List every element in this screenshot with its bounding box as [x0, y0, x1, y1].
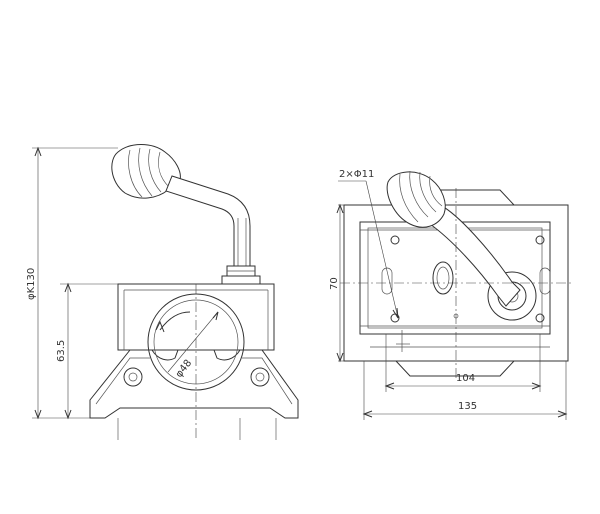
hole-callout-label: 2×Φ11	[339, 169, 374, 180]
hole-spacing-dimension: 104	[384, 334, 542, 392]
hole-spacing-label: 104	[456, 373, 475, 384]
height-overall-dimension: φK130	[26, 146, 118, 420]
handle-top-view	[386, 170, 521, 307]
plate-width-label: 135	[458, 401, 477, 412]
centerlines-side	[117, 284, 277, 440]
top-view: 2×Φ11 70 104 135	[329, 169, 574, 420]
side-view: φ48 φK130 63.5	[26, 144, 299, 440]
mounting-holes	[390, 235, 545, 352]
collar-nut	[221, 265, 261, 285]
hole-callout: 2×Φ11	[338, 169, 399, 319]
plate-height-label: 70	[329, 277, 340, 290]
height-base-dimension: 63.5	[56, 282, 118, 420]
plate-width-dimension: 135	[362, 361, 568, 420]
height-overall-label: φK130	[26, 268, 37, 300]
logo-emblem	[432, 261, 459, 319]
plate-height-dimension: 70	[329, 203, 344, 363]
bottom-tab	[395, 360, 515, 377]
height-base-label: 63.5	[56, 340, 67, 362]
handle-lever	[165, 175, 251, 269]
